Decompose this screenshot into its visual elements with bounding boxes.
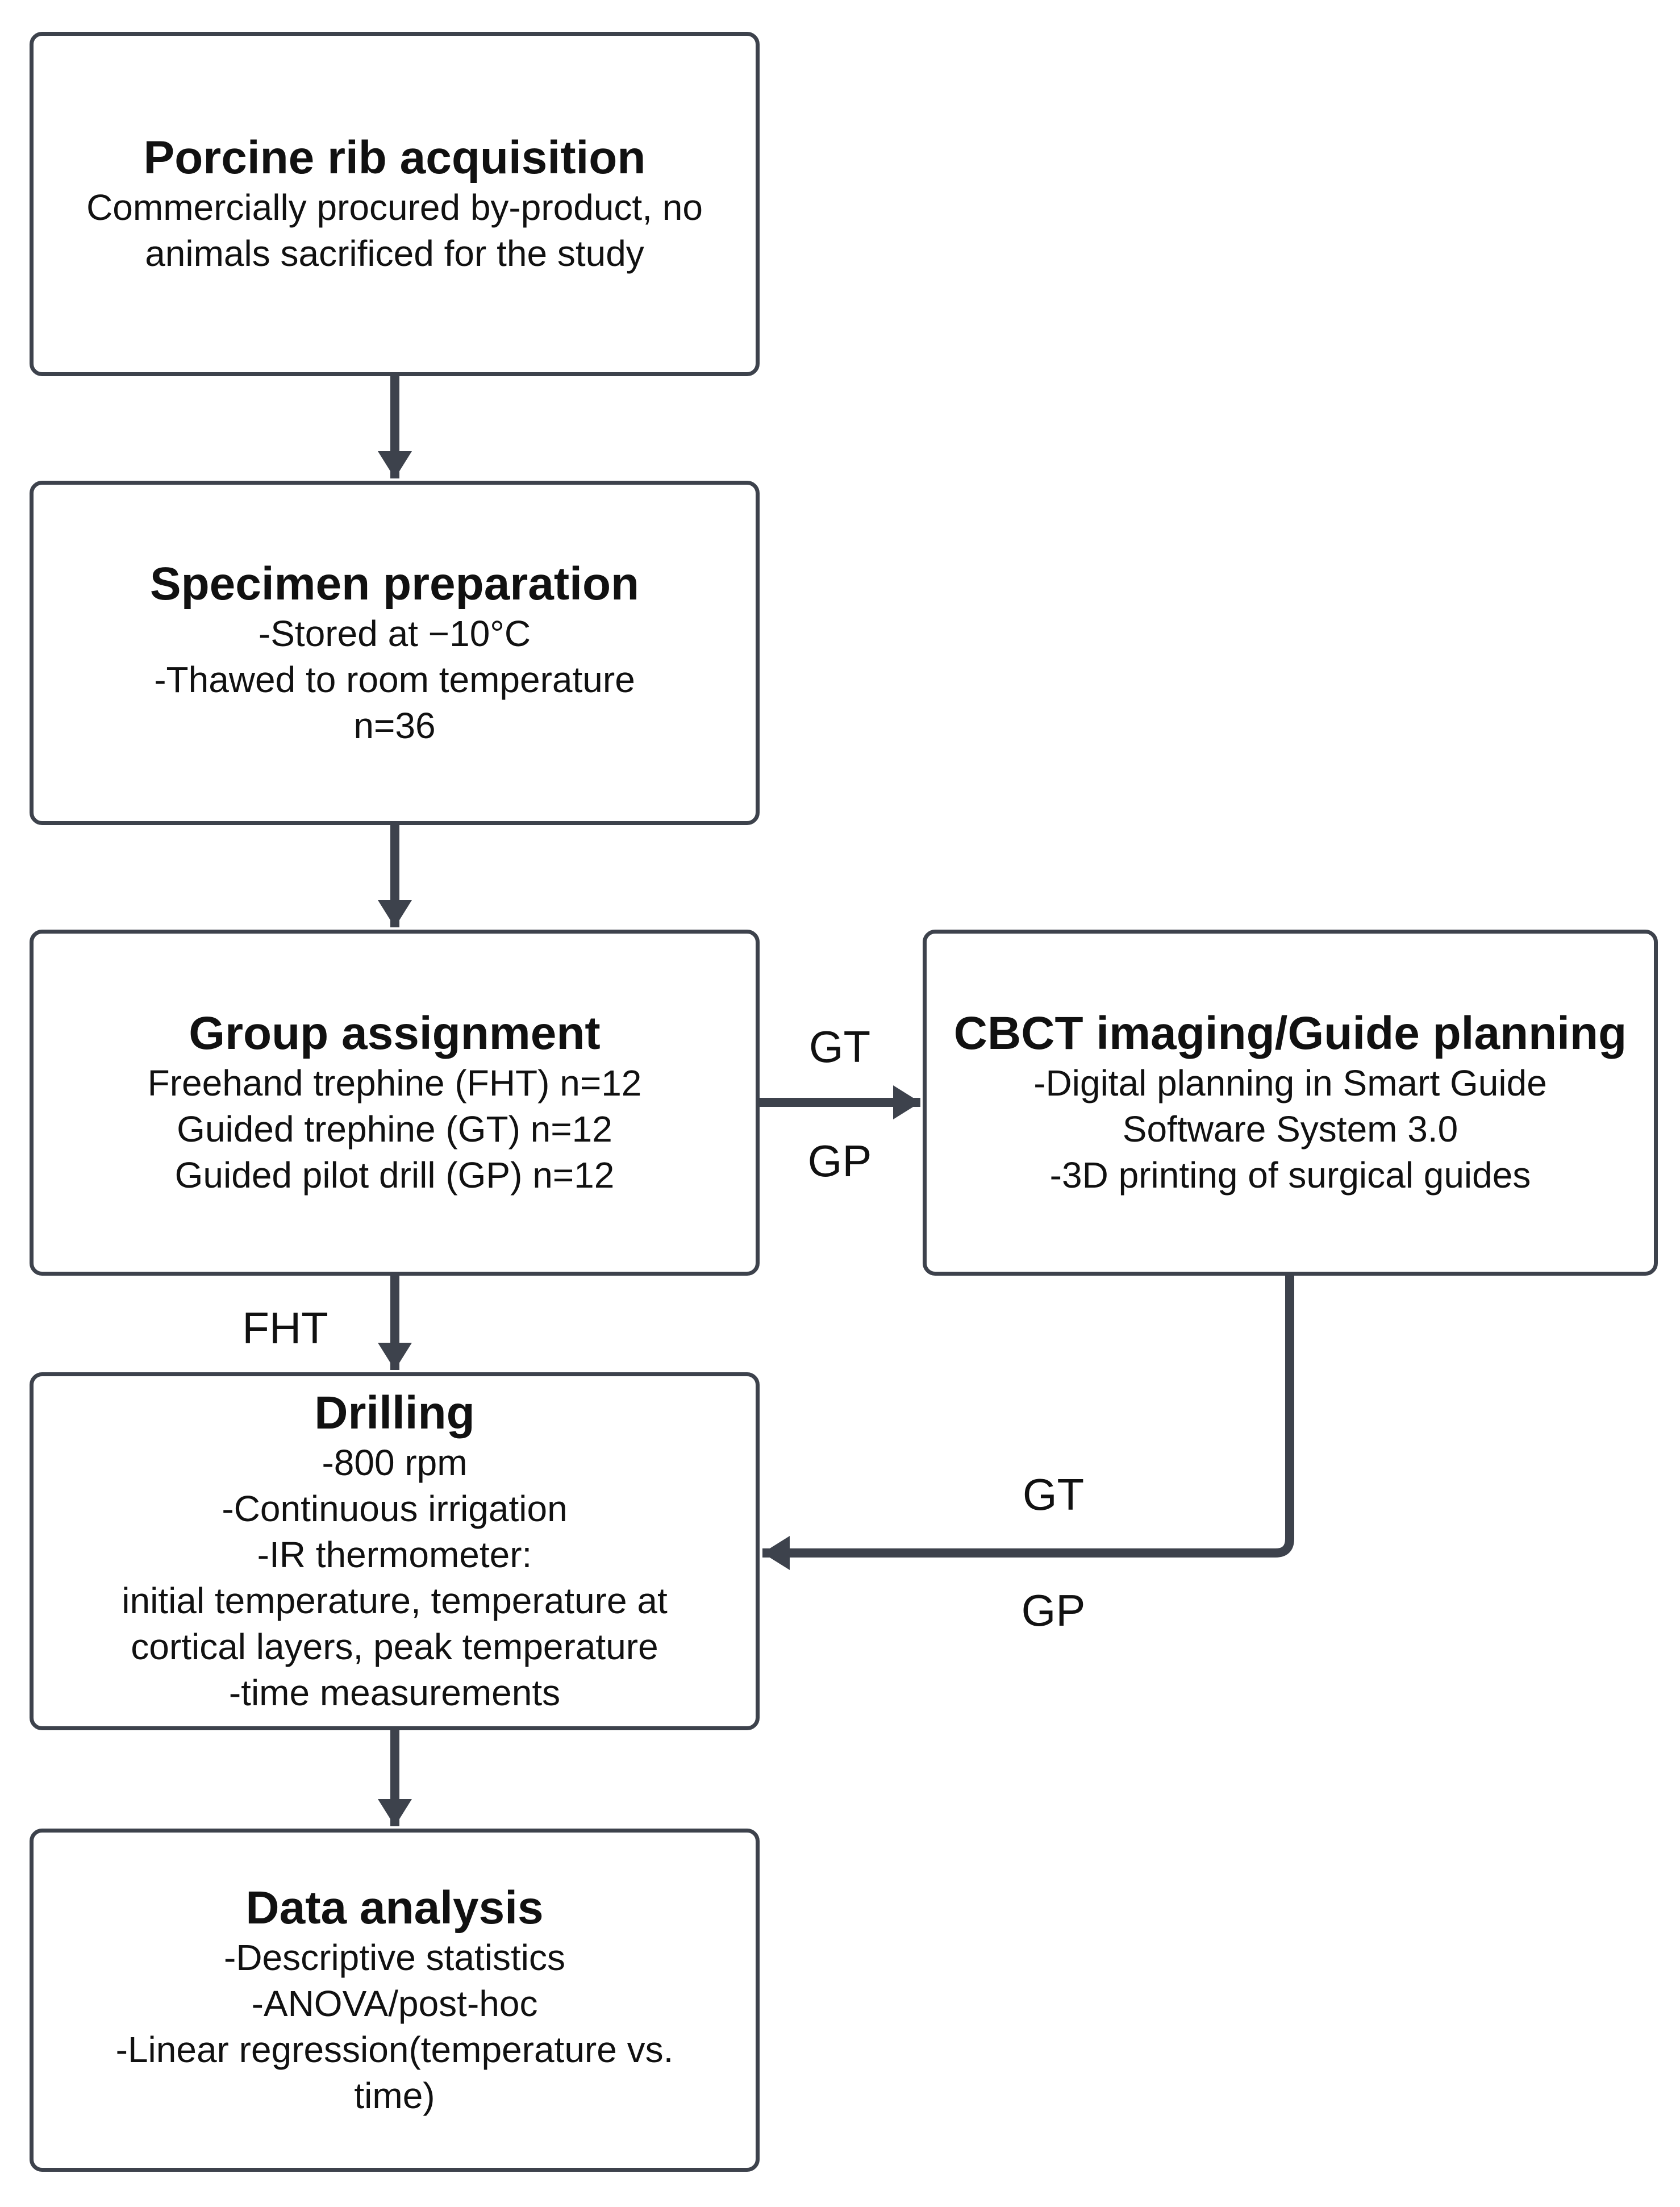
node-data-analysis: Data analysis -Descriptive statistics -A… <box>30 1829 760 2172</box>
edge-label-gp-to-cbct: GP <box>807 1136 872 1186</box>
node-text-line: -3D printing of surgical guides <box>1049 1155 1531 1196</box>
node-text-line: n=36 <box>353 705 436 746</box>
node-text-line: time) <box>354 2075 435 2116</box>
node-title: Porcine rib acquisition <box>143 132 646 184</box>
edge-label-gt-to-drilling: GT <box>1022 1469 1085 1519</box>
node-text-line: -Digital planning in Smart Guide <box>1033 1063 1547 1104</box>
edge-label-gt-to-cbct: GT <box>808 1022 871 1072</box>
node-text-line: Commercially procured by-product, no <box>86 187 703 228</box>
arrow-cbct-to-drilling <box>762 1276 1294 1570</box>
node-text-line: -Linear regression(temperature vs. <box>115 2029 674 2070</box>
edge-label-fht-to-drilling: FHT <box>242 1303 328 1353</box>
node-text-line: -IR thermometer: <box>257 1534 532 1575</box>
node-group-assignment: Group assignment Freehand trephine (FHT)… <box>30 930 760 1276</box>
node-text-line: -Continuous irrigation <box>222 1488 568 1529</box>
node-text-line: -Thawed to room temperature <box>154 659 635 700</box>
node-text-line: animals sacrificed for the study <box>145 233 644 274</box>
node-text-line: initial temperature, temperature at <box>122 1580 668 1621</box>
node-text-line: Guided pilot drill (GP) n=12 <box>174 1155 615 1196</box>
node-title: Specimen preparation <box>149 557 640 610</box>
node-text-line: -Descriptive statistics <box>224 1937 565 1978</box>
node-text-line: -Stored at −10°C <box>258 613 531 654</box>
edge-label-gp-to-drilling: GP <box>1021 1585 1086 1635</box>
node-title: CBCT imaging/Guide planning <box>953 1007 1627 1059</box>
node-drilling: Drilling -800 rpm -Continuous irrigation… <box>30 1372 760 1730</box>
node-text-line: Freehand trephine (FHT) n=12 <box>147 1063 642 1104</box>
node-text-line: -800 rpm <box>322 1442 468 1483</box>
node-title: Data analysis <box>245 1882 544 1934</box>
node-text-line: -ANOVA/post-hoc <box>251 1983 538 2024</box>
node-title: Group assignment <box>189 1007 601 1059</box>
node-cbct-imaging-guide-planning: CBCT imaging/Guide planning -Digital pla… <box>923 930 1658 1276</box>
node-text-line: -time measurements <box>228 1672 561 1713</box>
node-text-line: Guided trephine (GT) n=12 <box>177 1109 612 1150</box>
node-specimen-preparation: Specimen preparation -Stored at −10°C -T… <box>30 481 760 825</box>
node-title: Drilling <box>314 1387 475 1439</box>
node-porcine-rib-acquisition: Porcine rib acquisition Commercially pro… <box>30 32 760 376</box>
node-text-line: cortical layers, peak temperature <box>131 1626 658 1667</box>
node-text-line: Software System 3.0 <box>1122 1109 1458 1150</box>
